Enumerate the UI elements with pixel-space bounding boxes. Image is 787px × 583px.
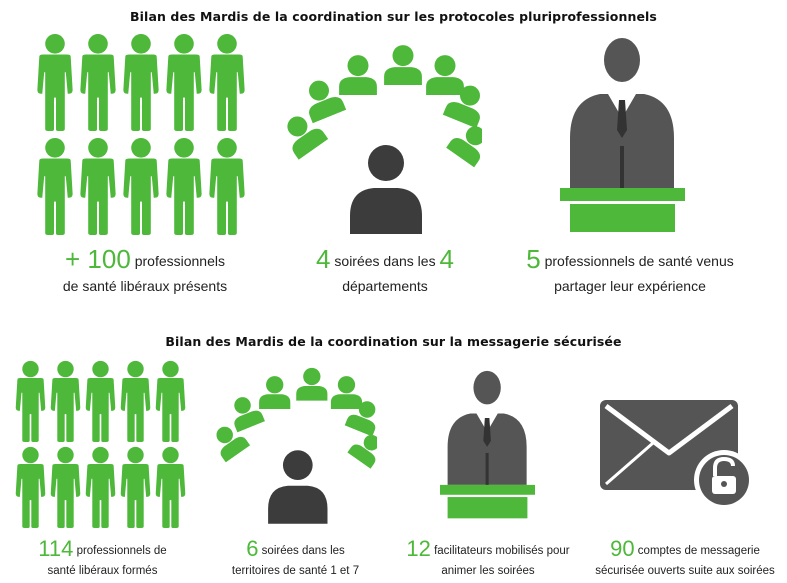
stat-comptes: 90 comptes de messagerie sécurisée ouver… [585,535,785,579]
stat-label: sécurisée ouverts suite aux soirées [595,564,775,577]
stat-label: territoires de santé 1 et 7 [231,564,360,577]
stat-number: + 100 [65,244,131,274]
secure-envelope-icon [600,400,754,510]
stat-soirees: 4 soirées dans les 4 départements [285,243,485,295]
stat-label: professionnels de [76,545,167,557]
stat-label: professionnels [134,253,225,269]
stat-label: comptes de messagerie [637,545,760,557]
stat-number: 6 [246,536,259,561]
stat-label: facilitateurs mobilisés pour [434,545,570,557]
stat-label: santé libéraux formés [47,564,158,577]
crowd-icon [15,360,186,528]
crowd-icon [37,33,245,235]
stat-label: de santé libéraux présents [62,277,228,294]
stat-label: partager leur expérience [554,277,706,294]
stat-label: soirées dans les [334,253,436,269]
stat-number: 5 [526,244,541,274]
stat-number: 4 [439,244,454,274]
stat-facilitateurs: 12 facilitateurs mobilisés pour animer l… [398,535,578,579]
audience-icon [212,367,377,524]
section1-title: Bilan des Mardis de la coordination sur … [130,9,657,24]
section2-title: Bilan des Mardis de la coordination sur … [165,334,622,349]
stat-soirees-territoires: 6 soirées dans les territoires de santé … [208,535,383,579]
stat-number: 4 [316,244,331,274]
stat-experience: 5 professionnels de santé venus partager… [505,243,755,295]
speaker-icon [440,370,535,519]
stat-formes: 114 professionnels de santé libéraux for… [10,535,195,579]
stat-label: départements [342,277,428,294]
stat-number: 12 [406,536,431,561]
audience-icon [282,45,482,234]
stat-label: professionnels de santé venus [544,253,734,269]
stat-label: soirées dans les [261,545,345,557]
stat-number: 90 [610,536,635,561]
stat-professionnels: + 100 professionnels de santé libéraux p… [30,243,260,295]
speaker-icon [560,38,685,232]
stat-label: animer les soirées [441,564,535,577]
stat-number: 114 [38,536,74,561]
